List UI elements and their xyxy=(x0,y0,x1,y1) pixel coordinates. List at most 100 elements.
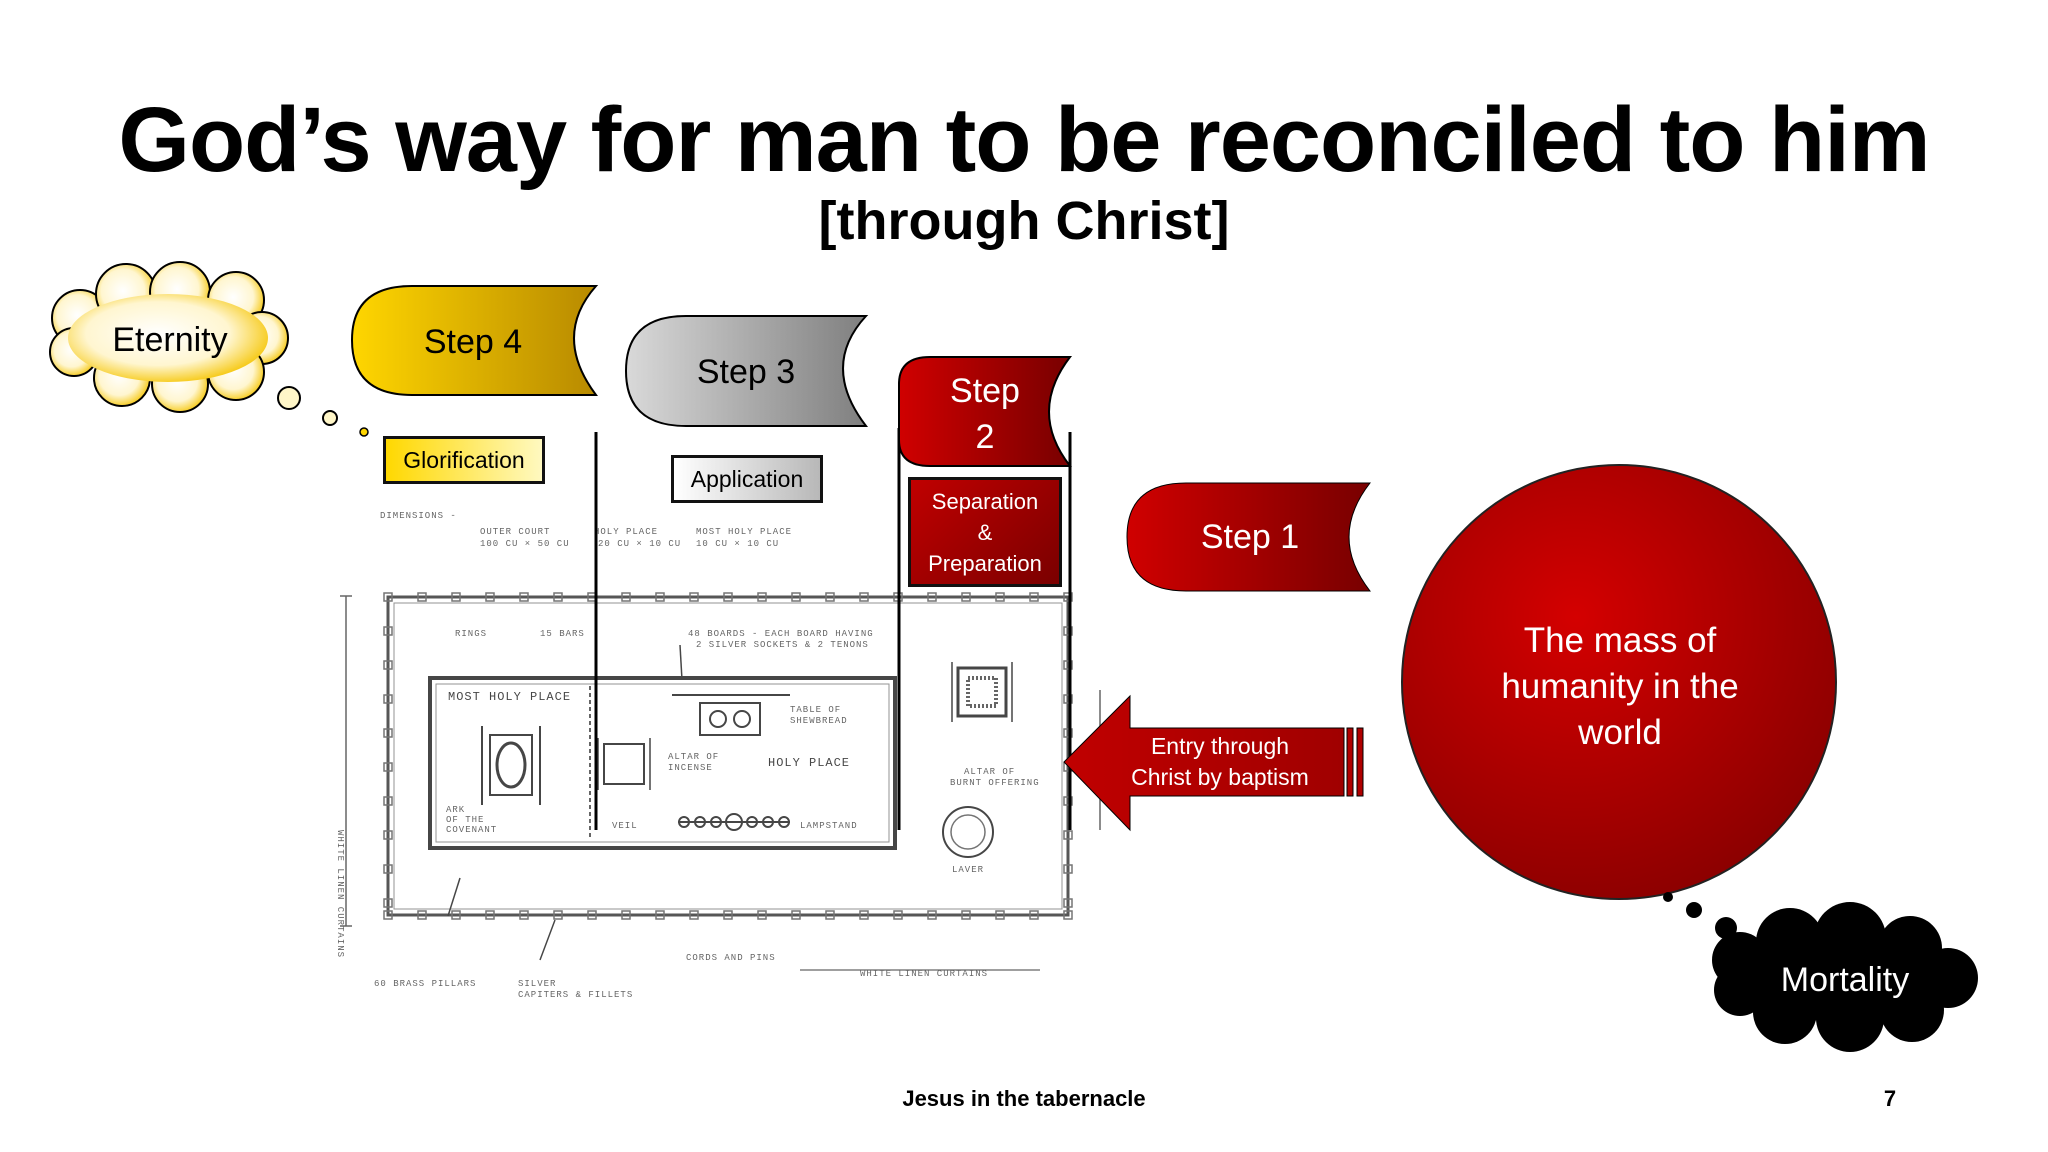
bp-table-1: TABLE OF xyxy=(790,705,841,715)
humanity-line1: The mass of xyxy=(1523,621,1717,660)
fence-post xyxy=(1063,592,1073,602)
fence-post xyxy=(1063,864,1073,874)
step1-banner xyxy=(1126,482,1372,592)
glorification-box: Glorification xyxy=(383,436,545,484)
footer-title: Jesus in the tabernacle xyxy=(902,1086,1146,1111)
fence-post xyxy=(961,592,971,602)
bp-burnt-2: BURNT OFFERING xyxy=(950,778,1040,788)
slide-subtitle: [through Christ] xyxy=(818,191,1230,251)
fence-post xyxy=(723,910,733,920)
eternity-label: Eternity xyxy=(112,320,228,359)
step3-label: Step 3 xyxy=(696,352,796,391)
fence-post xyxy=(859,592,869,602)
slide-title: God’s way for man to be reconciled to hi… xyxy=(118,89,1930,191)
tabernacle-plan: DIMENSIONS - OUTER COURT 100 CU × 50 CU … xyxy=(335,511,1101,1000)
fence-post xyxy=(995,910,1005,920)
fence-post xyxy=(383,626,393,636)
eternity-cloud xyxy=(49,261,289,413)
separation-box: Separation & Preparation xyxy=(908,477,1062,587)
fence-post xyxy=(655,910,665,920)
fence-post xyxy=(451,592,461,602)
step2-label: Step 2 xyxy=(920,368,1050,460)
fence-post xyxy=(1063,626,1073,636)
fence-post xyxy=(1063,796,1073,806)
fence-post xyxy=(553,910,563,920)
fence-post xyxy=(417,592,427,602)
bp-laver: LAVER xyxy=(952,865,984,875)
step1-label: Step 1 xyxy=(1200,517,1300,556)
fence-post xyxy=(791,592,801,602)
bp-ark-2: OF THE xyxy=(446,815,484,825)
fence-post xyxy=(825,910,835,920)
mortality-dot-1 xyxy=(1663,892,1673,902)
fence-post xyxy=(893,910,903,920)
fence-post xyxy=(1029,910,1039,920)
step2-label-line2: 2 xyxy=(975,418,995,456)
step4-banner xyxy=(350,285,599,396)
bp-lampstand: LAMPSTAND xyxy=(800,821,858,831)
bp-cords: CORDS AND PINS xyxy=(686,953,776,963)
bp-outer-court: OUTER COURT xyxy=(480,527,550,537)
humanity-line3: world xyxy=(1578,713,1662,752)
bp-outer-court-dim: 100 CU × 50 CU xyxy=(480,539,570,549)
entry-line1: Entry through xyxy=(1150,733,1290,759)
fence-post xyxy=(451,910,461,920)
bp-most-holy-hdr: MOST HOLY PLACE xyxy=(696,527,792,537)
bp-rings: RINGS xyxy=(455,629,487,639)
mortality-dot-2 xyxy=(1686,902,1702,918)
separation-line2: & xyxy=(977,519,993,545)
bp-altar-incense-2: INCENSE xyxy=(668,763,713,773)
step4-label: Step 4 xyxy=(423,322,523,361)
bp-burnt-1: ALTAR OF xyxy=(964,767,1015,777)
bp-bars: 15 BARS xyxy=(540,629,585,639)
eternity-dot-1 xyxy=(277,386,301,410)
bp-holy-place-hdr: HOLY PLACE xyxy=(594,527,658,537)
fence-post xyxy=(757,910,767,920)
bp-pillars: 60 BRASS PILLARS xyxy=(374,979,476,989)
bp-holy-place: HOLY PLACE xyxy=(768,756,850,770)
fence-post xyxy=(383,728,393,738)
fence-post xyxy=(383,762,393,772)
fence-post xyxy=(859,910,869,920)
fence-post xyxy=(383,864,393,874)
eternity-dot-2 xyxy=(322,410,338,426)
bp-capiters-1: SILVER xyxy=(518,979,556,989)
bp-ark-3: COVENANT xyxy=(446,825,497,835)
eternity-dot-3 xyxy=(359,427,369,437)
fence-post xyxy=(689,592,699,602)
fence-post xyxy=(723,592,733,602)
fence-post xyxy=(995,592,1005,602)
separation-line3: Preparation xyxy=(928,550,1042,576)
fence-post xyxy=(587,910,597,920)
humanity-circle xyxy=(1401,464,1837,900)
fence-post xyxy=(961,910,971,920)
fence-post xyxy=(383,694,393,704)
bp-boards-1: 48 BOARDS - EACH BOARD HAVING xyxy=(688,629,874,639)
fence-post xyxy=(519,592,529,602)
bp-most-holy-dim: 10 CU × 10 CU xyxy=(696,539,779,549)
fence-post xyxy=(485,910,495,920)
page-number: 7 xyxy=(1883,1086,1897,1111)
fence-post xyxy=(383,910,393,920)
fence-post xyxy=(383,660,393,670)
humanity-line2: humanity in the xyxy=(1501,667,1739,706)
bp-ark-1: ARK xyxy=(446,805,465,815)
fence-post xyxy=(927,910,937,920)
bp-dimensions: DIMENSIONS - xyxy=(380,511,457,521)
mortality-cloud xyxy=(1712,902,1978,1052)
fence-post xyxy=(1063,898,1073,908)
fence-post xyxy=(1063,728,1073,738)
fence-post xyxy=(1063,660,1073,670)
fence-post xyxy=(927,592,937,602)
fence-post xyxy=(791,910,801,920)
fence-post xyxy=(655,592,665,602)
humanity-text: The mass of humanity in the world xyxy=(1460,618,1780,756)
fence-post xyxy=(1063,694,1073,704)
fence-post xyxy=(383,830,393,840)
fence-post xyxy=(621,910,631,920)
mortality-label: Mortality xyxy=(1780,960,1910,999)
bp-most-holy-place: MOST HOLY PLACE xyxy=(448,690,571,704)
fence-post xyxy=(383,898,393,908)
